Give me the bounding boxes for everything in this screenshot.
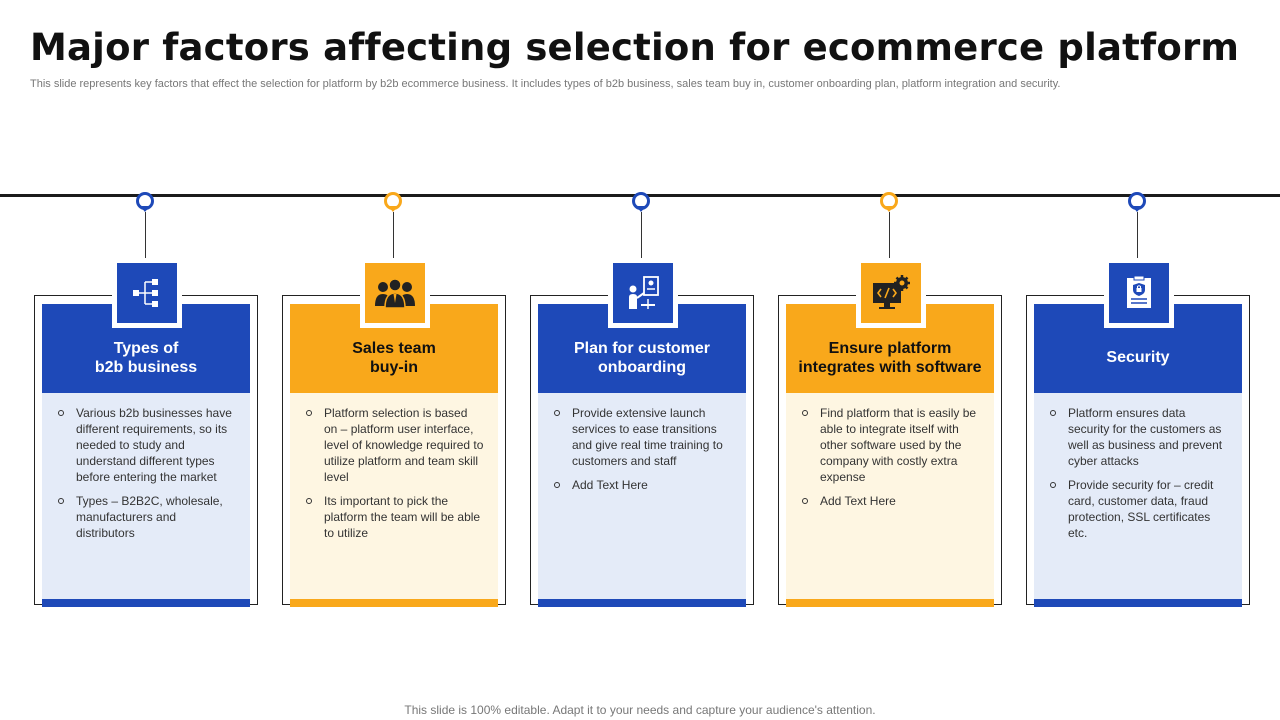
list-item: Add Text Here xyxy=(800,493,980,509)
card-panel: Types of b2b business Various b2b busine… xyxy=(42,304,250,607)
pin-connector xyxy=(145,212,146,260)
page-title: Major factors affecting selection for ec… xyxy=(30,26,1240,69)
card-frame: Plan for customer onboarding Provide ext… xyxy=(530,295,754,607)
card-frame: Sales team buy-in Platform selection is … xyxy=(282,295,506,607)
list-item: Find platform that is easily be able to … xyxy=(800,405,980,485)
factor-card-integration: Ensure platform integrates with software… xyxy=(778,190,1002,610)
hierarchy-icon xyxy=(112,258,182,328)
page-subtitle: This slide represents key factors that e… xyxy=(30,78,1061,90)
card-panel: Plan for customer onboarding Provide ext… xyxy=(538,304,746,607)
card-bullets: Various b2b businesses have different re… xyxy=(42,393,250,541)
list-item: Types – B2B2C, wholesale, manufacturers … xyxy=(56,493,236,541)
security-document-icon xyxy=(1104,258,1174,328)
team-icon xyxy=(360,258,430,328)
pin-connector xyxy=(393,212,394,260)
card-title: Sales team buy-in xyxy=(290,304,498,393)
card-frame: Security Platform ensures data security … xyxy=(1026,295,1250,607)
card-bullets: Find platform that is easily be able to … xyxy=(786,393,994,509)
card-panel: Sales team buy-in Platform selection is … xyxy=(290,304,498,607)
factor-card-sales-team: Sales team buy-in Platform selection is … xyxy=(282,190,506,610)
card-panel: Security Platform ensures data security … xyxy=(1034,304,1242,607)
card-accent-bar xyxy=(538,599,746,607)
card-accent-bar xyxy=(786,599,994,607)
factor-card-onboarding: Plan for customer onboarding Provide ext… xyxy=(530,190,754,610)
card-frame: Ensure platform integrates with software… xyxy=(778,295,1002,607)
card-bullets: Provide extensive launch services to eas… xyxy=(538,393,746,493)
factor-card-b2b-types: Types of b2b business Various b2b busine… xyxy=(34,190,258,610)
card-bullets: Platform ensures data security for the c… xyxy=(1034,393,1242,541)
list-item: Provide extensive launch services to eas… xyxy=(552,405,732,469)
onboarding-icon xyxy=(608,258,678,328)
list-item: Platform selection is based on – platfor… xyxy=(304,405,484,485)
list-item: Its important to pick the platform the t… xyxy=(304,493,484,541)
card-panel: Ensure platform integrates with software… xyxy=(786,304,994,607)
card-accent-bar xyxy=(290,599,498,607)
card-title: Ensure platform integrates with software xyxy=(786,304,994,393)
factor-card-security: Security Platform ensures data security … xyxy=(1026,190,1250,610)
card-accent-bar xyxy=(42,599,250,607)
pin-connector xyxy=(641,212,642,260)
pin-connector xyxy=(1137,212,1138,260)
list-item: Add Text Here xyxy=(552,477,732,493)
code-gear-icon xyxy=(856,258,926,328)
card-accent-bar xyxy=(1034,599,1242,607)
pin-connector xyxy=(889,212,890,260)
list-item: Provide security for – credit card, cust… xyxy=(1048,477,1228,541)
list-item: Various b2b businesses have different re… xyxy=(56,405,236,485)
card-bullets: Platform selection is based on – platfor… xyxy=(290,393,498,541)
card-frame: Types of b2b business Various b2b busine… xyxy=(34,295,258,607)
list-item: Platform ensures data security for the c… xyxy=(1048,405,1228,469)
footer-note: This slide is 100% editable. Adapt it to… xyxy=(404,703,876,717)
